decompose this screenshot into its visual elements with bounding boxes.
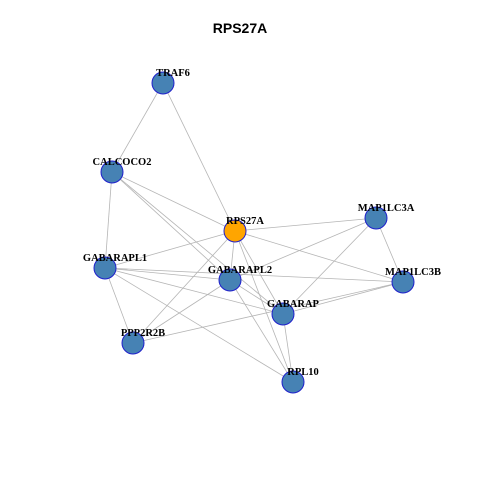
edge-calcoco2-gabarap: [111, 171, 284, 315]
edge-rps27a-map1lc3a: [234, 217, 377, 232]
edge-map1lc3b-gabarap: [282, 281, 404, 315]
edge-gabarapl1-ppp2r2b: [104, 267, 134, 344]
node-circle-gabarapl2[interactable]: [218, 268, 242, 292]
node-label-calcoco2: CALCOCO2: [93, 157, 152, 168]
chart-title: RPS27A: [212, 20, 268, 36]
node-circle-map1lc3b[interactable]: [391, 270, 415, 294]
node-circle-ppp2r2b[interactable]: [121, 331, 145, 355]
node-label-map1lc3b: MAP1LC3B: [385, 267, 441, 278]
edge-map1lc3a-gabarapl2: [229, 217, 377, 281]
edge-map1lc3a-gabarap: [282, 217, 377, 315]
node-rps27a[interactable]: RPS27A: [223, 216, 264, 243]
node-map1lc3b[interactable]: MAP1LC3B: [385, 267, 441, 294]
edge-gabarapl2-rpl10: [229, 279, 294, 383]
node-label-rpl10: RPL10: [287, 367, 319, 378]
edge-calcoco2-gabarapl1: [104, 171, 113, 269]
node-map1lc3a[interactable]: MAP1LC3A: [358, 203, 415, 230]
edge-gabarapl1-map1lc3b: [104, 267, 404, 283]
node-ppp2r2b[interactable]: PPP2R2B: [121, 328, 165, 355]
edge-traf6-calcoco2: [111, 82, 164, 173]
edge-rps27a-rpl10: [234, 230, 294, 383]
edge-rps27a-gabarap: [234, 230, 284, 315]
node-circle-calcoco2[interactable]: [100, 160, 124, 184]
edge-rps27a-ppp2r2b: [132, 230, 236, 344]
node-traf6[interactable]: TRAF6: [151, 68, 190, 95]
edge-layer: [104, 82, 404, 383]
edge-gabarapl2-ppp2r2b: [132, 279, 231, 344]
edge-calcoco2-gabarapl2: [111, 171, 231, 281]
node-label-rps27a: RPS27A: [226, 216, 264, 227]
node-gabarap[interactable]: GABARAP: [267, 299, 320, 326]
node-gabarapl2[interactable]: GABARAPL2: [208, 265, 272, 292]
node-circle-rpl10[interactable]: [281, 370, 305, 394]
node-label-map1lc3a: MAP1LC3A: [358, 203, 415, 214]
edge-map1lc3a-map1lc3b: [375, 217, 404, 283]
node-calcoco2[interactable]: CALCOCO2: [93, 157, 152, 184]
edge-map1lc3b-ppp2r2b: [132, 281, 404, 344]
node-rpl10[interactable]: RPL10: [281, 367, 319, 394]
node-label-ppp2r2b: PPP2R2B: [121, 328, 165, 339]
node-circle-gabarapl1[interactable]: [93, 256, 117, 280]
node-circle-gabarap[interactable]: [271, 302, 295, 326]
edge-traf6-rps27a: [162, 82, 236, 232]
edge-gabarapl1-gabarap: [104, 267, 284, 315]
edge-rps27a-map1lc3b: [234, 230, 404, 283]
node-circle-traf6[interactable]: [151, 71, 175, 95]
node-circle-map1lc3a[interactable]: [364, 206, 388, 230]
node-circle-rps27a[interactable]: [223, 219, 247, 243]
node-label-gabarapl2: GABARAPL2: [208, 265, 272, 276]
node-label-traf6: TRAF6: [156, 68, 190, 79]
node-label-gabarap: GABARAP: [267, 299, 320, 310]
node-gabarapl1[interactable]: GABARAPL1: [83, 253, 147, 280]
edge-gabarapl1-rpl10: [104, 267, 294, 383]
edge-rps27a-gabarapl1: [104, 230, 236, 269]
edge-calcoco2-rps27a: [111, 171, 236, 232]
edge-gabarapl1-gabarapl2: [104, 267, 231, 281]
node-label-gabarapl1: GABARAPL1: [83, 253, 147, 264]
